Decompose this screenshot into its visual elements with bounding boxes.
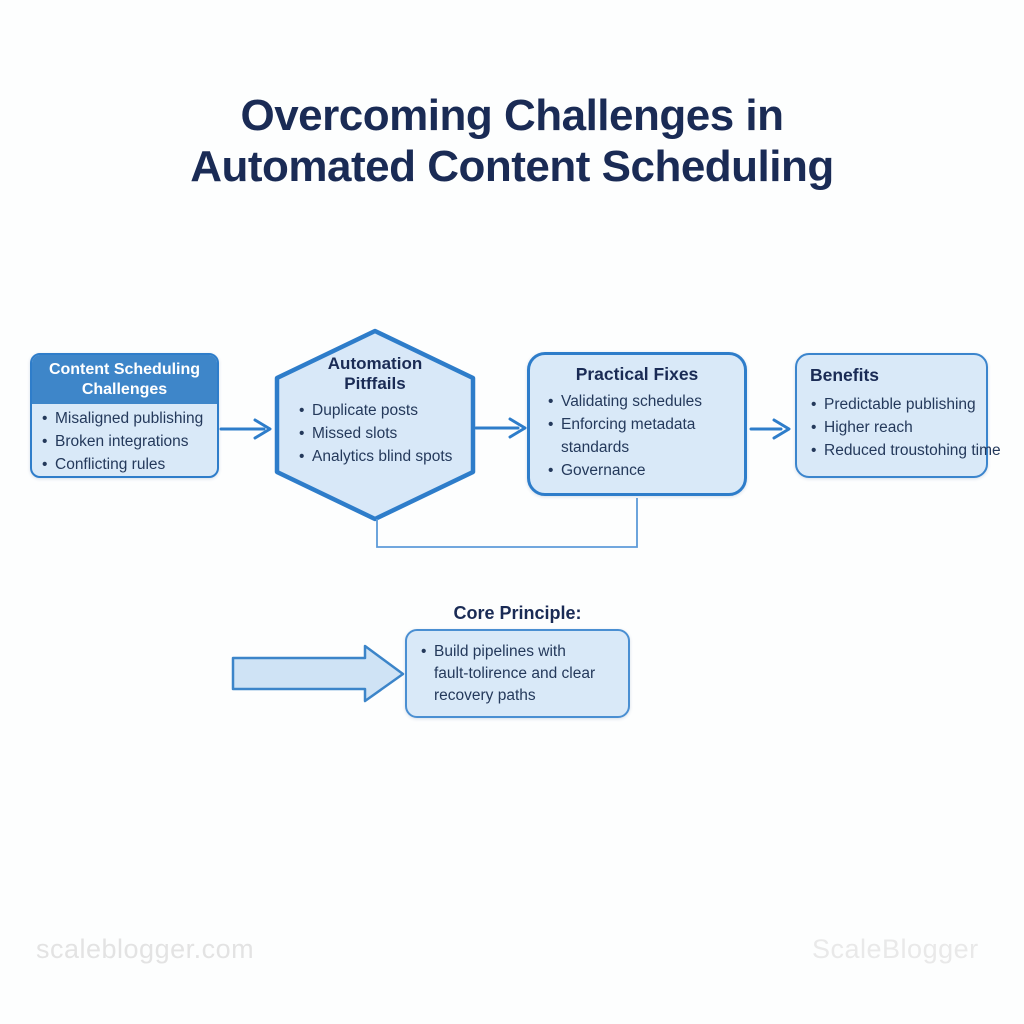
challenges-bullet-list: Misaligned publishing Broken integration… bbox=[32, 404, 217, 476]
list-item: Broken integrations bbox=[40, 431, 215, 454]
benefits-box-title: Benefits bbox=[810, 365, 880, 385]
flow-arrow-2-icon bbox=[474, 417, 527, 439]
watermark-url: scaleblogger.com bbox=[36, 934, 255, 964]
pitfalls-bullet-list: Duplicate posts Missed slots Analytics b… bbox=[277, 400, 473, 469]
list-item: Misaligned publishing bbox=[40, 408, 215, 431]
watermark-brand: ScaleBlogger bbox=[812, 934, 979, 964]
fixes-box: Practical Fixes Validating schedules Enf… bbox=[527, 352, 747, 496]
list-item: Reduced troustohing time bbox=[809, 440, 1001, 463]
page-title: Overcoming Challenges in Automated Conte… bbox=[0, 90, 1024, 192]
fixes-box-title: Practical Fixes bbox=[575, 364, 699, 384]
list-item: Enforcing metadata standards bbox=[546, 414, 740, 460]
core-principle-block-arrow-icon bbox=[231, 644, 405, 703]
page-title-line2: Automated Content Scheduling bbox=[190, 142, 834, 192]
pitfalls-title: Automation Pitffails bbox=[277, 354, 473, 395]
list-item: Conflicting rules bbox=[40, 454, 215, 476]
pitfalls-title-line1: Automation bbox=[327, 354, 423, 373]
list-item: Duplicate posts bbox=[297, 400, 473, 423]
flow-arrow-1-icon bbox=[219, 418, 272, 440]
fixes-bullet-list: Validating schedules Enforcing metadata … bbox=[530, 391, 744, 483]
list-item: Build pipelines with fault-tolirence and… bbox=[419, 641, 601, 707]
feedback-connector-line bbox=[376, 498, 638, 548]
list-item: Governance bbox=[546, 460, 740, 483]
challenges-box-title: Content Scheduling Challenges bbox=[32, 355, 217, 404]
page-title-line1: Overcoming Challenges in bbox=[240, 91, 784, 140]
core-principle-box: Build pipelines with fault-tolirence and… bbox=[405, 629, 630, 718]
challenges-box: Content Scheduling Challenges Misaligned… bbox=[30, 353, 219, 478]
pitfalls-title-line2: Pitffails bbox=[344, 374, 406, 394]
list-item: Analytics blind spots bbox=[297, 446, 473, 469]
core-principle-label: Core Principle: bbox=[453, 603, 582, 623]
core-principle-bullet-list: Build pipelines with fault-tolirence and… bbox=[407, 631, 607, 713]
list-item: Missed slots bbox=[297, 423, 473, 446]
pitfalls-hexagon-content: Automation Pitffails Duplicate posts Mis… bbox=[277, 354, 473, 469]
benefits-box: Benefits Predictable publishing Higher r… bbox=[795, 353, 1001, 478]
list-item: Validating schedules bbox=[546, 391, 740, 414]
benefits-bullet-list: Predictable publishing Higher reach Redu… bbox=[797, 394, 1001, 463]
list-item: Predictable publishing bbox=[809, 394, 986, 417]
list-item: Higher reach bbox=[809, 417, 986, 440]
flow-arrow-3-icon bbox=[749, 418, 791, 440]
